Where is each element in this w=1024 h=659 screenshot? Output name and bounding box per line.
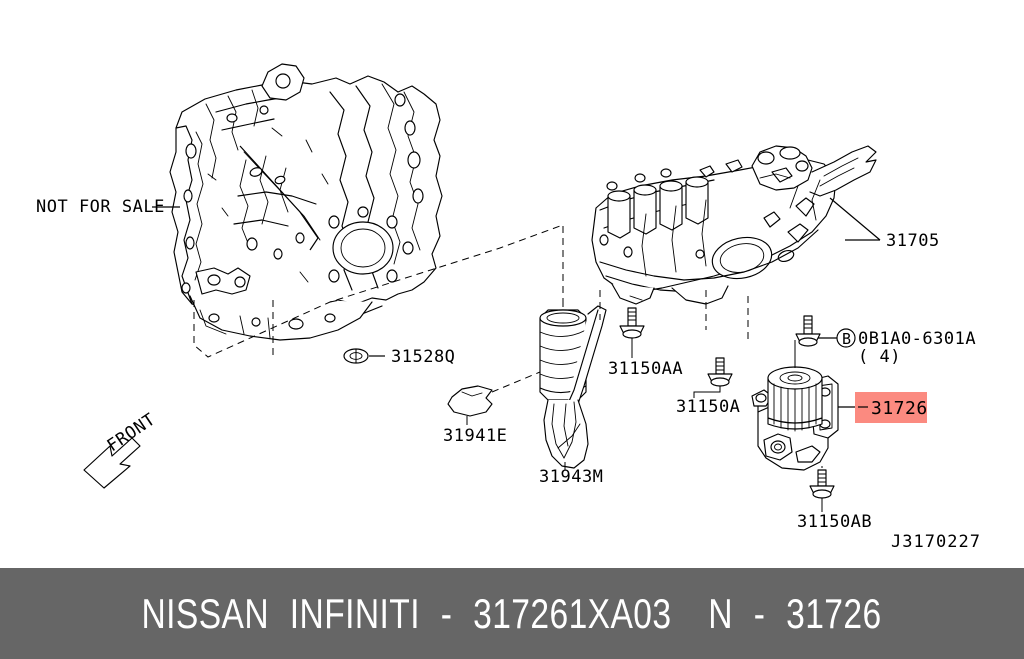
diagram-canvas: NOT FOR SALE 31528Q 31941E <box>36 63 981 552</box>
transmission-case-assembly <box>169 63 443 341</box>
control-valve-body-assembly: 31705 <box>591 145 940 305</box>
part-31150AA-group: 31150AA <box>608 307 683 379</box>
assembly-alignment-lines <box>562 226 749 340</box>
footer-group-separator: - <box>754 589 766 637</box>
front-direction-indicator: FRONT <box>83 410 159 489</box>
footer-brand-infiniti: INFINITI <box>290 589 421 637</box>
footer-group-number: 31726 <box>786 589 883 637</box>
bolt-marker-letter: B <box>842 330 851 348</box>
label-31705: 31705 <box>886 231 940 251</box>
part-31528Q-group: 31528Q <box>193 225 561 367</box>
bolt-part-number: 0B1A0-6301A <box>858 329 976 349</box>
label-31150A: 31150A <box>676 397 740 417</box>
part-31150AB-group: 31150AB <box>797 466 872 532</box>
label-31941E: 31941E <box>443 426 507 446</box>
label-31150AB: 31150AB <box>797 512 872 532</box>
footer-separator: - <box>441 589 453 637</box>
highlighted-part-label: 31726 <box>855 392 928 423</box>
not-for-sale-callout: NOT FOR SALE <box>36 197 180 217</box>
footer-part-number: 317261XA03 <box>473 589 672 637</box>
diagram-illustration: NOT FOR SALE 31528Q 31941E <box>36 63 981 552</box>
part-31941E-group: 31941E <box>443 371 541 446</box>
part-31150A-group: 31150A <box>676 357 740 417</box>
label-31943M: 31943M <box>539 467 603 487</box>
footer-brand-nissan: NISSAN <box>141 589 270 637</box>
label-31150AA: 31150AA <box>608 359 683 379</box>
label-31528Q: 31528Q <box>391 347 455 367</box>
footer-group-prefix: N <box>708 589 734 637</box>
label-31726: 31726 <box>871 398 928 419</box>
part-31943M-group: 31943M <box>539 305 607 487</box>
drawing-number: J3170227 <box>891 532 981 552</box>
bolt-callout-0B1A0-6301A: B 0B1A0-6301A ( 4) <box>795 315 976 367</box>
not-for-sale-label: NOT FOR SALE <box>36 197 165 217</box>
bolt-quantity: ( 4) <box>858 347 901 367</box>
part-31726-actuator <box>751 340 862 471</box>
